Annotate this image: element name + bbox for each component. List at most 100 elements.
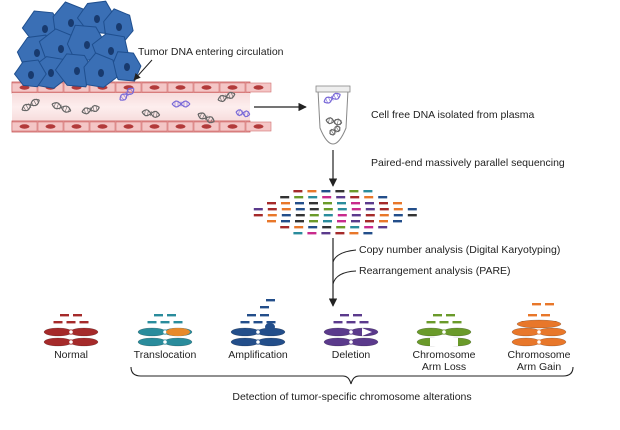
copy-marks-arm-loss <box>439 321 449 324</box>
sequence-read <box>295 214 305 217</box>
sequence-read <box>293 232 303 235</box>
tumor-cell-nucleus <box>58 45 64 53</box>
copy-marks-amplification <box>253 321 263 324</box>
sequence-read <box>364 196 374 199</box>
copy-marks-translocation <box>167 314 176 317</box>
sequence-read <box>393 214 403 217</box>
wall-cell-nucleus <box>201 85 212 90</box>
cfdna-label: Cell free DNA isolated from plasma <box>371 109 535 121</box>
sequence-read <box>350 196 360 199</box>
chromosome-amplification <box>256 337 286 347</box>
category-label-arm-loss: Chromosome <box>412 349 475 361</box>
wall-cell-nucleus <box>71 124 82 129</box>
sequence-read <box>307 232 317 235</box>
wall-cell-nucleus <box>97 124 108 129</box>
sequence-read <box>335 190 345 193</box>
tumor-cell-nucleus <box>48 69 54 77</box>
tumor-cell-nucleus <box>98 69 104 77</box>
copy-marks-translocation <box>154 314 163 317</box>
chromosome-arm-gain <box>537 327 567 337</box>
tumor-dna-fragment <box>235 109 251 118</box>
sequence-read <box>378 226 388 229</box>
sequence-read <box>379 208 389 211</box>
gained-arm <box>516 319 562 329</box>
blood-vessel <box>11 81 272 133</box>
sequence-read <box>351 202 360 205</box>
sequence-read <box>295 202 304 205</box>
copy-marks-translocation <box>173 321 183 324</box>
lost-arm <box>430 338 458 346</box>
sequence-read <box>323 202 332 205</box>
tumor-dna-fragment <box>119 87 135 101</box>
category-label-normal: Normal <box>54 349 88 361</box>
category-label-deletion: Deletion <box>332 349 371 361</box>
wall-cell-nucleus <box>253 124 264 129</box>
plasma-tube <box>315 85 351 145</box>
tumor-cell-nucleus <box>74 67 80 75</box>
amplified-copy-mark <box>266 299 275 302</box>
sequence-read <box>363 190 373 193</box>
chromosome-translocation <box>137 327 167 337</box>
sequence-read <box>281 202 290 205</box>
chromosome-deletion-centromere <box>348 339 354 345</box>
copy-marks-amplification <box>266 321 276 324</box>
wall-cell-nucleus <box>227 85 238 90</box>
sequence-read <box>267 202 276 205</box>
chromosome-arm-gain-centromere <box>536 339 542 345</box>
chromosome-arm-gain-centromere <box>536 329 542 335</box>
sequence-read <box>351 220 360 223</box>
copy-marks-arm-loss <box>446 314 455 317</box>
sequence-read <box>280 226 290 229</box>
analysis-arrows <box>328 238 357 307</box>
chromosome-deletion <box>323 337 353 347</box>
sequence-read <box>364 226 374 229</box>
sequence-read <box>336 196 346 199</box>
sequence-read <box>294 226 304 229</box>
sequence-read <box>365 214 375 217</box>
sequence-read <box>337 208 347 211</box>
gained-copy-mark <box>545 303 554 306</box>
wall-cell-nucleus <box>175 124 186 129</box>
tube-dna-fragment <box>329 125 341 136</box>
sequence-read <box>309 220 318 223</box>
sequence-read <box>267 214 277 217</box>
tumor-dna-fragment <box>171 100 191 108</box>
sequencing-reads <box>253 190 417 235</box>
detection-label: Detection of tumor-specific chromosome a… <box>232 391 471 403</box>
tumor-dna-pointer <box>133 59 153 81</box>
sequence-read <box>309 208 319 211</box>
chromosome-deletion-centromere <box>348 329 354 335</box>
tumor-cell-nucleus <box>84 41 90 49</box>
translocated-segment <box>166 328 190 336</box>
sequence-read <box>308 196 318 199</box>
chromosome-arm-gain <box>511 337 541 347</box>
sequence-read <box>378 196 388 199</box>
wall-cell-nucleus <box>201 124 212 129</box>
sequence-read <box>321 190 331 193</box>
sequence-read <box>253 214 263 217</box>
circulating-dna-fragments <box>21 87 251 124</box>
chromosome-normal <box>69 337 99 347</box>
copy-marks-normal <box>73 314 82 317</box>
normal-dna-fragment <box>197 112 215 124</box>
copy-marks-arm-loss <box>452 321 462 324</box>
copy-marks-amplification <box>240 321 250 324</box>
wall-cell-nucleus <box>19 124 30 129</box>
normal-dna-fragment <box>21 98 40 112</box>
copy-marks-translocation <box>147 321 157 324</box>
sequence-read <box>407 214 417 217</box>
chromosome-normal-centromere <box>68 339 74 345</box>
sequence-read <box>293 190 303 193</box>
wall-cell-nucleus <box>149 85 160 90</box>
sequence-read <box>336 226 346 229</box>
sequence-read <box>365 220 374 223</box>
sequence-read <box>350 226 360 229</box>
sequence-read <box>337 202 346 205</box>
copy-marks-deletion <box>333 321 343 324</box>
copy-marks-arm-gain <box>528 314 537 317</box>
sequence-read <box>322 196 332 199</box>
normal-dna-fragment <box>51 102 72 113</box>
wall-cell-nucleus <box>149 124 160 129</box>
gained-copy-mark <box>532 303 541 306</box>
chromosome-amplification-centromere <box>255 339 261 345</box>
